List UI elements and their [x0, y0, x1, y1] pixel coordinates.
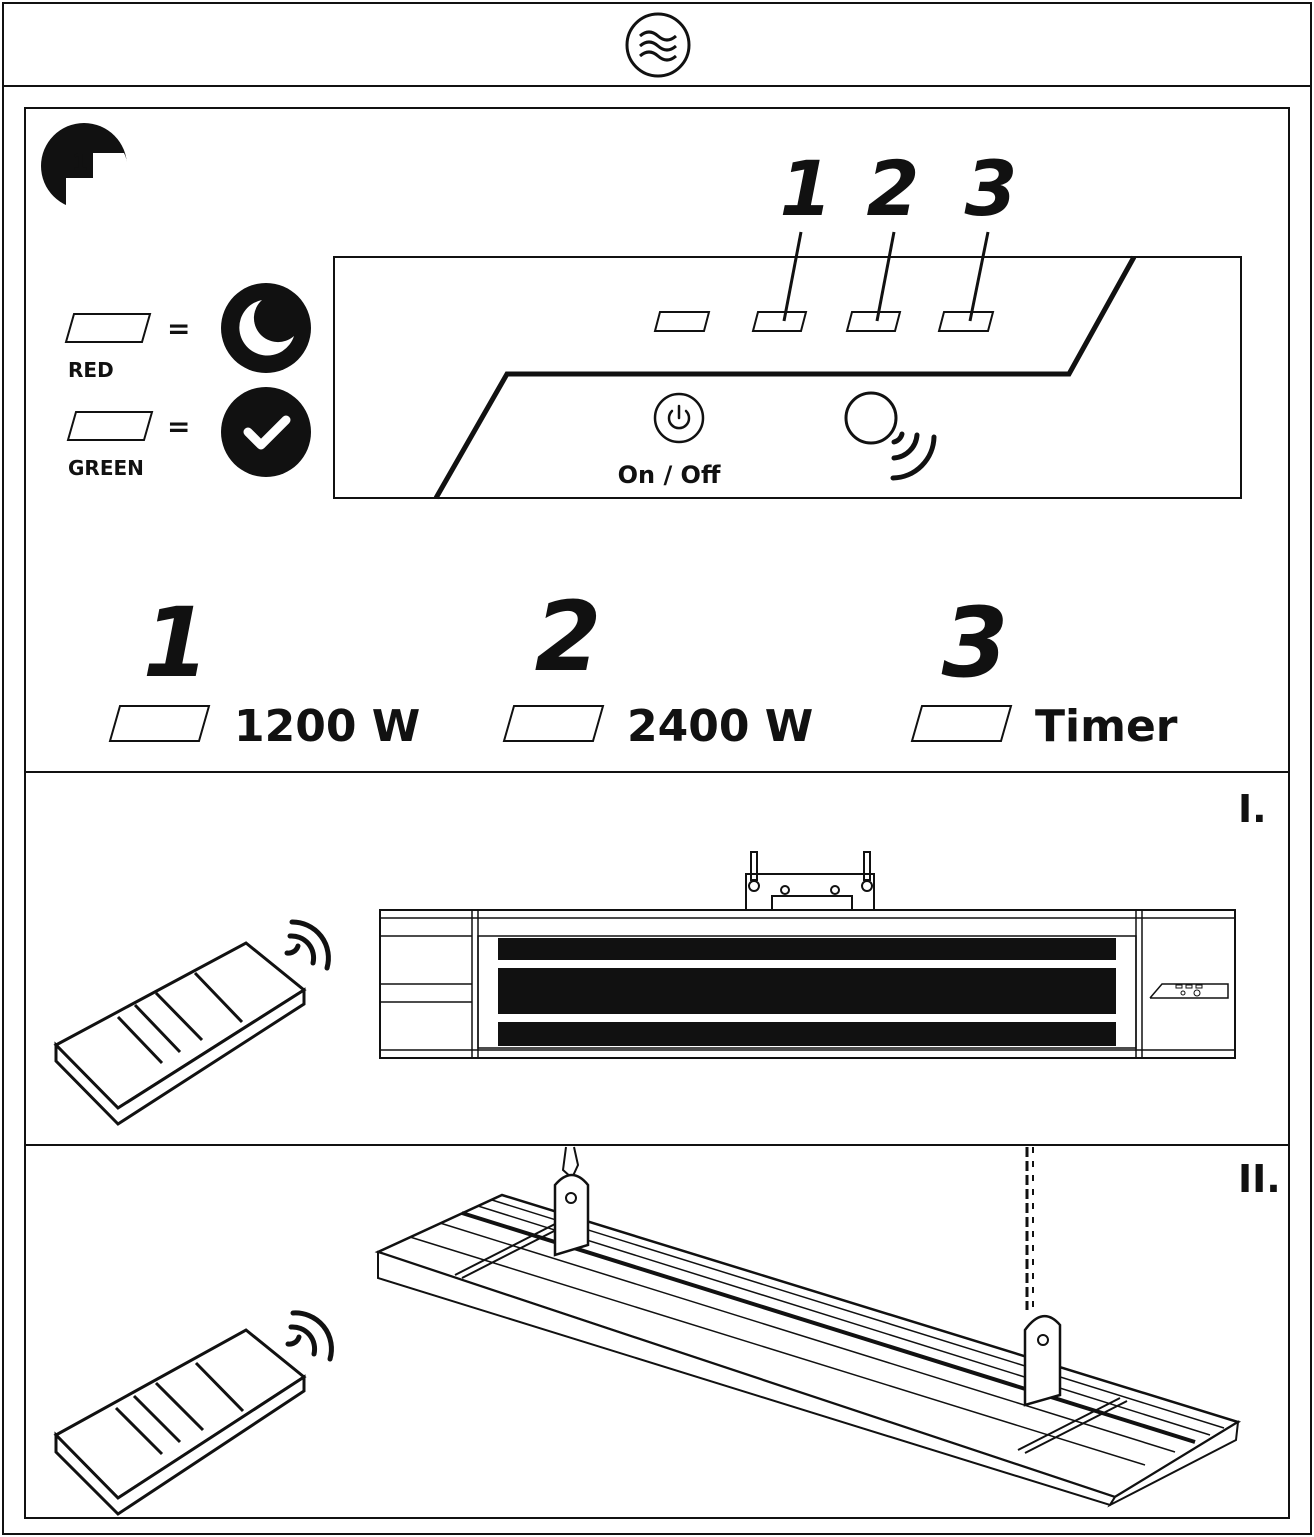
green-label: GREEN: [68, 456, 144, 480]
red-equals: =: [167, 312, 190, 345]
step-number: 1: [72, 151, 87, 176]
wall-heater-illustration: [379, 851, 1236, 1059]
indicator-1: [751, 311, 808, 332]
mode-label-3: Timer: [1035, 701, 1178, 752]
mode-2: 2 2400 W: [502, 581, 813, 752]
status-indicator: [653, 311, 711, 332]
wireless-signal-icon: [285, 1310, 334, 1362]
mode-indicator-2: [502, 705, 605, 742]
legend-green: = GREEN: [66, 387, 311, 480]
remote-sensor-icon: [844, 391, 937, 481]
green-equals: =: [167, 410, 190, 443]
leader-line-2: [875, 231, 896, 322]
power-button[interactable]: [653, 392, 705, 444]
section-label-ceiling: II.: [1238, 1157, 1281, 1201]
mode-3: 3 Timer: [910, 587, 1178, 752]
leader-line-1: [782, 231, 803, 322]
panel-number-1: 1: [780, 144, 833, 233]
mode-number-2: 2: [535, 581, 602, 693]
ceiling-heater-illustration: [374, 1146, 1242, 1508]
indicator-3: [937, 311, 995, 332]
legend-red: = RED: [64, 283, 311, 382]
green-indicator-swatch: [66, 411, 154, 441]
red-label: RED: [68, 358, 114, 382]
remote-control-illustration: [53, 919, 331, 1126]
mode-indicator-3: [910, 705, 1013, 742]
wireless-signal-icon: [284, 919, 331, 971]
indicator-2: [845, 311, 902, 332]
mode-number-3: 3: [942, 587, 1009, 699]
leader-line-3: [968, 231, 990, 322]
mode-1: 1 1200 W: [108, 587, 420, 752]
section-label-wall: I.: [1238, 787, 1267, 831]
waves-icon: [625, 12, 691, 78]
panel-number-2: 2: [867, 144, 920, 233]
content-frame: [24, 107, 1290, 1519]
remote-control-illustration-2: [53, 1310, 334, 1516]
mode-label-1: 1200 W: [234, 701, 420, 752]
control-panel: 1 2 3 On / Off: [333, 144, 1242, 500]
mode-number-1: 1: [143, 587, 210, 699]
red-indicator-swatch: [64, 313, 152, 343]
power-label: On / Off: [618, 461, 721, 489]
mode-label-2: 2400 W: [627, 701, 813, 752]
moon-icon: [221, 283, 311, 373]
check-icon: [221, 387, 311, 477]
panel-number-3: 3: [965, 144, 1018, 233]
step-badge: 1: [41, 123, 129, 212]
power-icon: [667, 404, 691, 430]
mode-indicator-1: [108, 705, 211, 742]
